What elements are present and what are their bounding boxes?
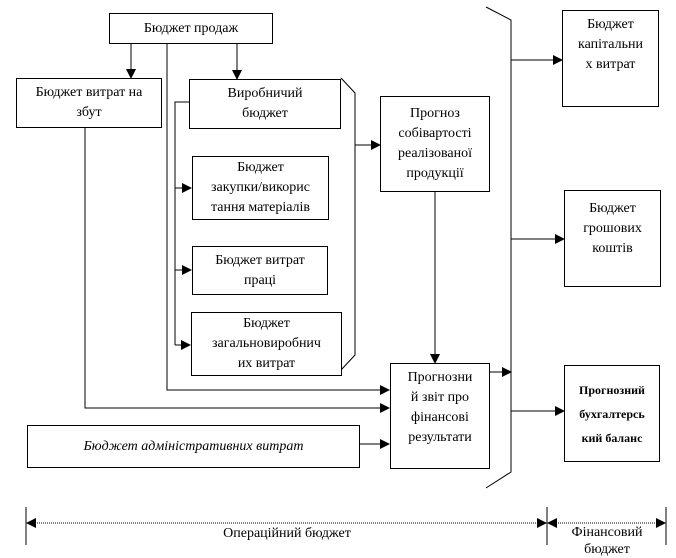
production-group-bracket <box>340 77 356 371</box>
sales-budget-box: Бюджет продаж <box>109 13 273 44</box>
cash-budget-box: Бюджет грошових коштів <box>564 190 661 287</box>
overhead-budget-box: Бюджет загальновиробнич их витрат <box>191 312 342 376</box>
financial-budget-label: Фінансовий бюджет <box>571 525 643 557</box>
operating-budget-label: Операційний бюджет <box>223 526 351 541</box>
operating-to-financial-bracket <box>485 6 512 489</box>
income-statement-forecast-label: Прогнозни й звіт про фінансові результат… <box>407 370 473 445</box>
admin-expenses-budget-label: Бюджет адміністративних витрат <box>83 438 304 454</box>
sales-budget-label: Бюджет продаж <box>143 20 239 36</box>
cogs-forecast-box: Прогноз собівартості реалізованої продук… <box>380 96 490 192</box>
production-budget-box: Виробничий бюджет <box>189 79 341 129</box>
overhead-budget-label: Бюджет загальновиробнич их витрат <box>212 316 321 371</box>
admin-expenses-budget-box: Бюджет адміністративних витрат <box>27 425 360 468</box>
materials-budget-box: Бюджет закупки/викорис тання матеріалів <box>192 156 329 220</box>
connector-selling-to-income <box>84 127 390 413</box>
labor-budget-label: Бюджет витрат праці <box>215 252 305 288</box>
materials-budget-label: Бюджет закупки/викорис тання матеріалів <box>210 160 311 215</box>
cogs-forecast-label: Прогноз собівартості реалізованої продук… <box>397 106 473 181</box>
income-statement-forecast-box: Прогнозни й звіт про фінансові результат… <box>390 363 490 469</box>
capital-expenditure-budget-box: Бюджет капітальни х витрат <box>562 10 659 107</box>
selling-expenses-budget-box: Бюджет витрат на збут <box>16 78 162 128</box>
connector-sales-to-income <box>166 44 390 395</box>
selling-expenses-budget-label: Бюджет витрат на збут <box>35 85 143 120</box>
cash-budget-label: Бюджет грошових коштів <box>583 201 642 256</box>
labor-budget-box: Бюджет витрат праці <box>192 246 328 295</box>
balance-sheet-forecast-box: Прогнозний бухгалтерсь кий баланс <box>564 365 660 462</box>
balance-sheet-forecast-label: Прогнозний бухгалтерсь кий баланс <box>579 382 645 445</box>
capital-expenditure-budget-label: Бюджет капітальни х витрат <box>578 17 643 72</box>
production-budget-label: Виробничий бюджет <box>227 86 303 121</box>
connector-production-bus <box>174 101 189 345</box>
